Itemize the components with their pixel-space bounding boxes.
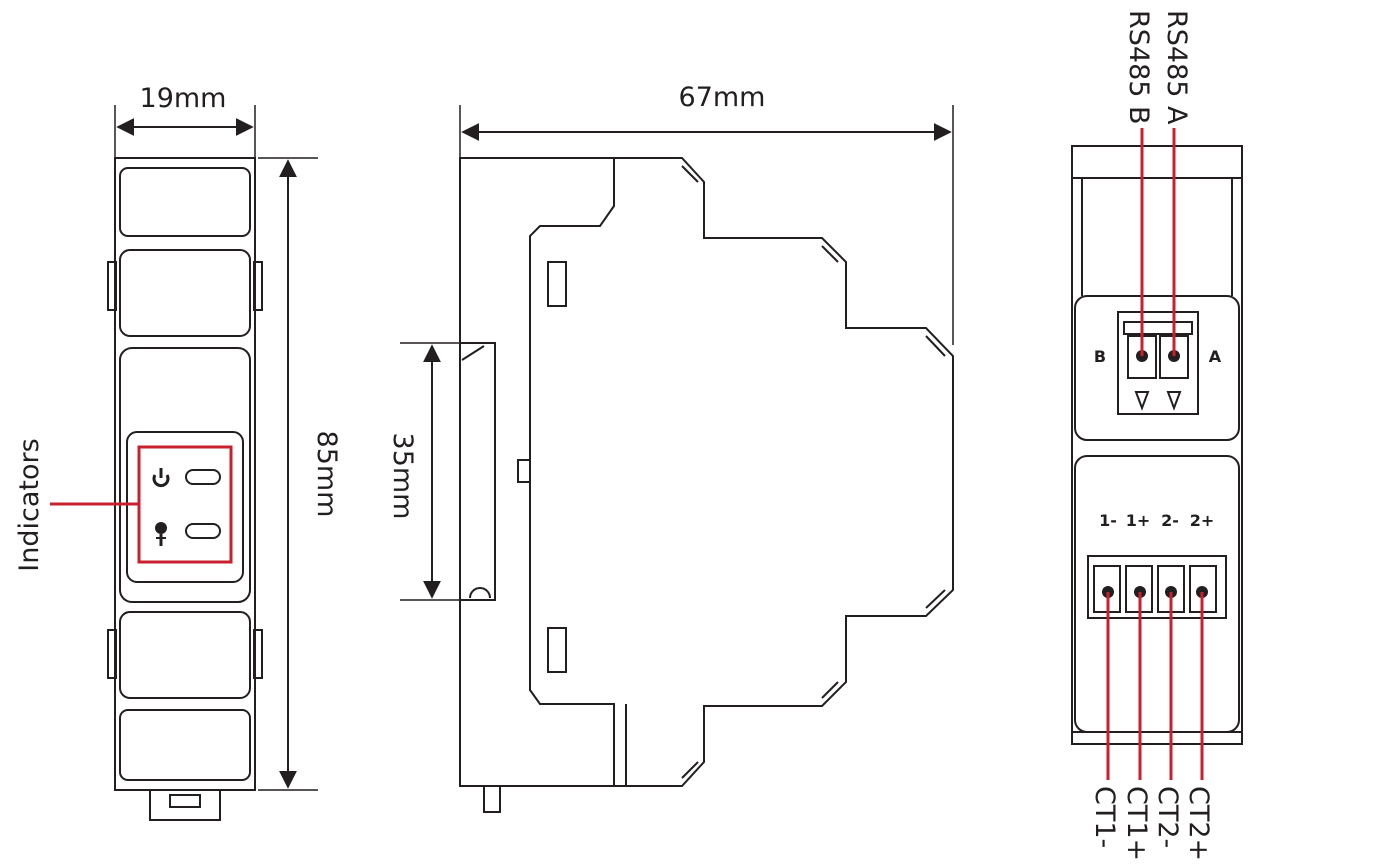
- width-label: 19mm: [140, 83, 227, 114]
- power-icon: [152, 468, 170, 488]
- ct2-plus-label: CT2+: [1183, 786, 1214, 861]
- rs485-a-letter: A: [1209, 347, 1222, 366]
- ct1-minus-label: CT1-: [1089, 786, 1120, 848]
- side-view: 67mm 35mm: [387, 82, 954, 813]
- side-housing: [459, 157, 954, 787]
- height-label: 85mm: [311, 431, 342, 518]
- ct-pin-1-minus: 1-: [1099, 511, 1117, 530]
- ct2-minus-label: CT2-: [1152, 786, 1183, 848]
- ct-pin-1-plus: 1+: [1126, 511, 1151, 530]
- rs485-a-label: RS485 A: [1161, 10, 1192, 125]
- status-led: [185, 523, 221, 539]
- ct-pin-2-minus: 2-: [1161, 511, 1179, 530]
- ct-pin-2-plus: 2+: [1190, 511, 1215, 530]
- bulb-icon: [155, 522, 167, 546]
- front-housing: [114, 157, 256, 791]
- rs485-b-label: RS485 B: [1123, 10, 1154, 125]
- rail-label: 35mm: [387, 433, 418, 520]
- front-view: 19mm 85mm: [14, 83, 342, 821]
- ct1-plus-label: CT1+: [1121, 786, 1152, 861]
- power-led: [185, 469, 221, 485]
- terminal-housing: [1071, 145, 1243, 745]
- rs485-b-letter: B: [1094, 347, 1106, 366]
- terminal-view: B A 1- 1+ 2- 2+ RS485 B RS485 A CT1- CT1…: [1071, 10, 1243, 861]
- depth-label: 67mm: [679, 82, 766, 113]
- indicators-label: Indicators: [14, 438, 45, 571]
